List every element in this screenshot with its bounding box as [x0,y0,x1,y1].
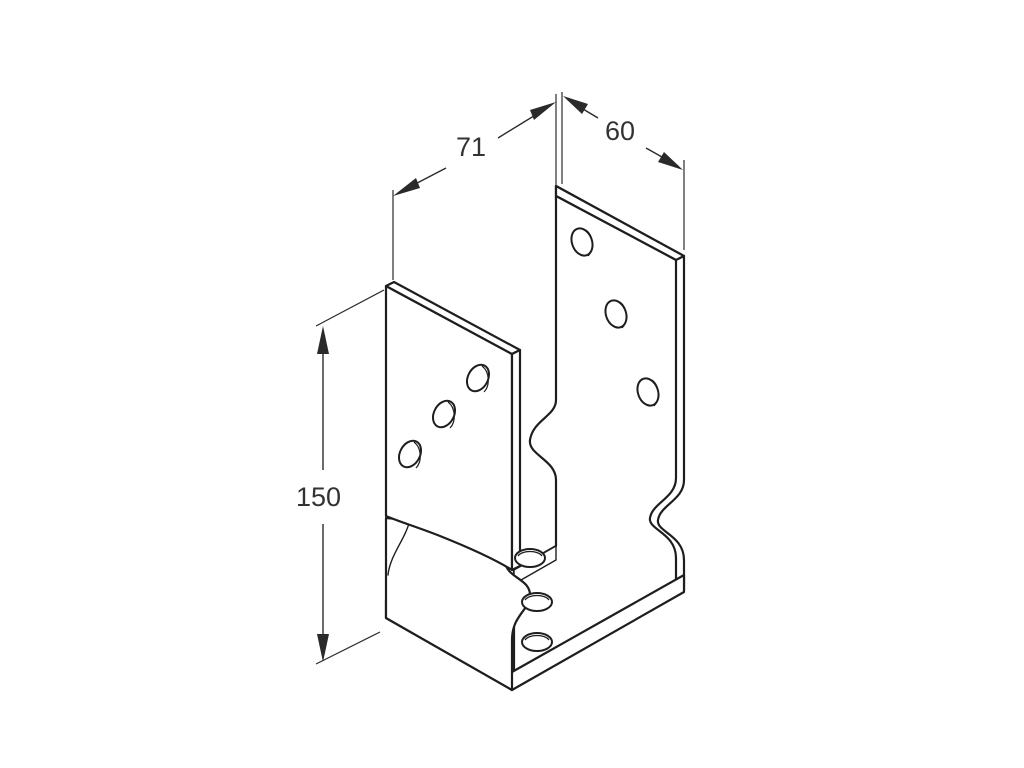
dimension-arrow [393,178,420,196]
bolt-hole [604,299,628,329]
dimension-height: 150 [296,289,385,665]
front-plate-holes [397,363,491,469]
bolt-hole [465,363,491,393]
dimension-label-60: 60 [605,116,635,146]
bolt-hole [570,227,594,257]
dimension-arrow [317,634,329,662]
back-flange [510,184,686,690]
bolt-hole [521,592,553,612]
dimension-arrow [563,96,588,114]
dimension-width-front: 71 [392,94,557,280]
dimension-label-71: 71 [456,132,486,162]
front-plate-face [384,284,514,572]
dimension-arrow [530,102,556,120]
dimension-arrow [317,326,329,354]
dimension-depth: 60 [561,92,685,250]
bolt-hole [521,632,553,652]
bolt-hole [431,399,457,429]
front-flange [384,280,532,692]
back-plate-holes [570,227,660,407]
bolt-hole [397,439,423,469]
dimension-label-150: 150 [296,482,341,512]
base-holes [514,548,553,652]
dimension-arrow [658,152,683,170]
bolt-hole [636,377,660,407]
bolt-hole [514,548,546,568]
